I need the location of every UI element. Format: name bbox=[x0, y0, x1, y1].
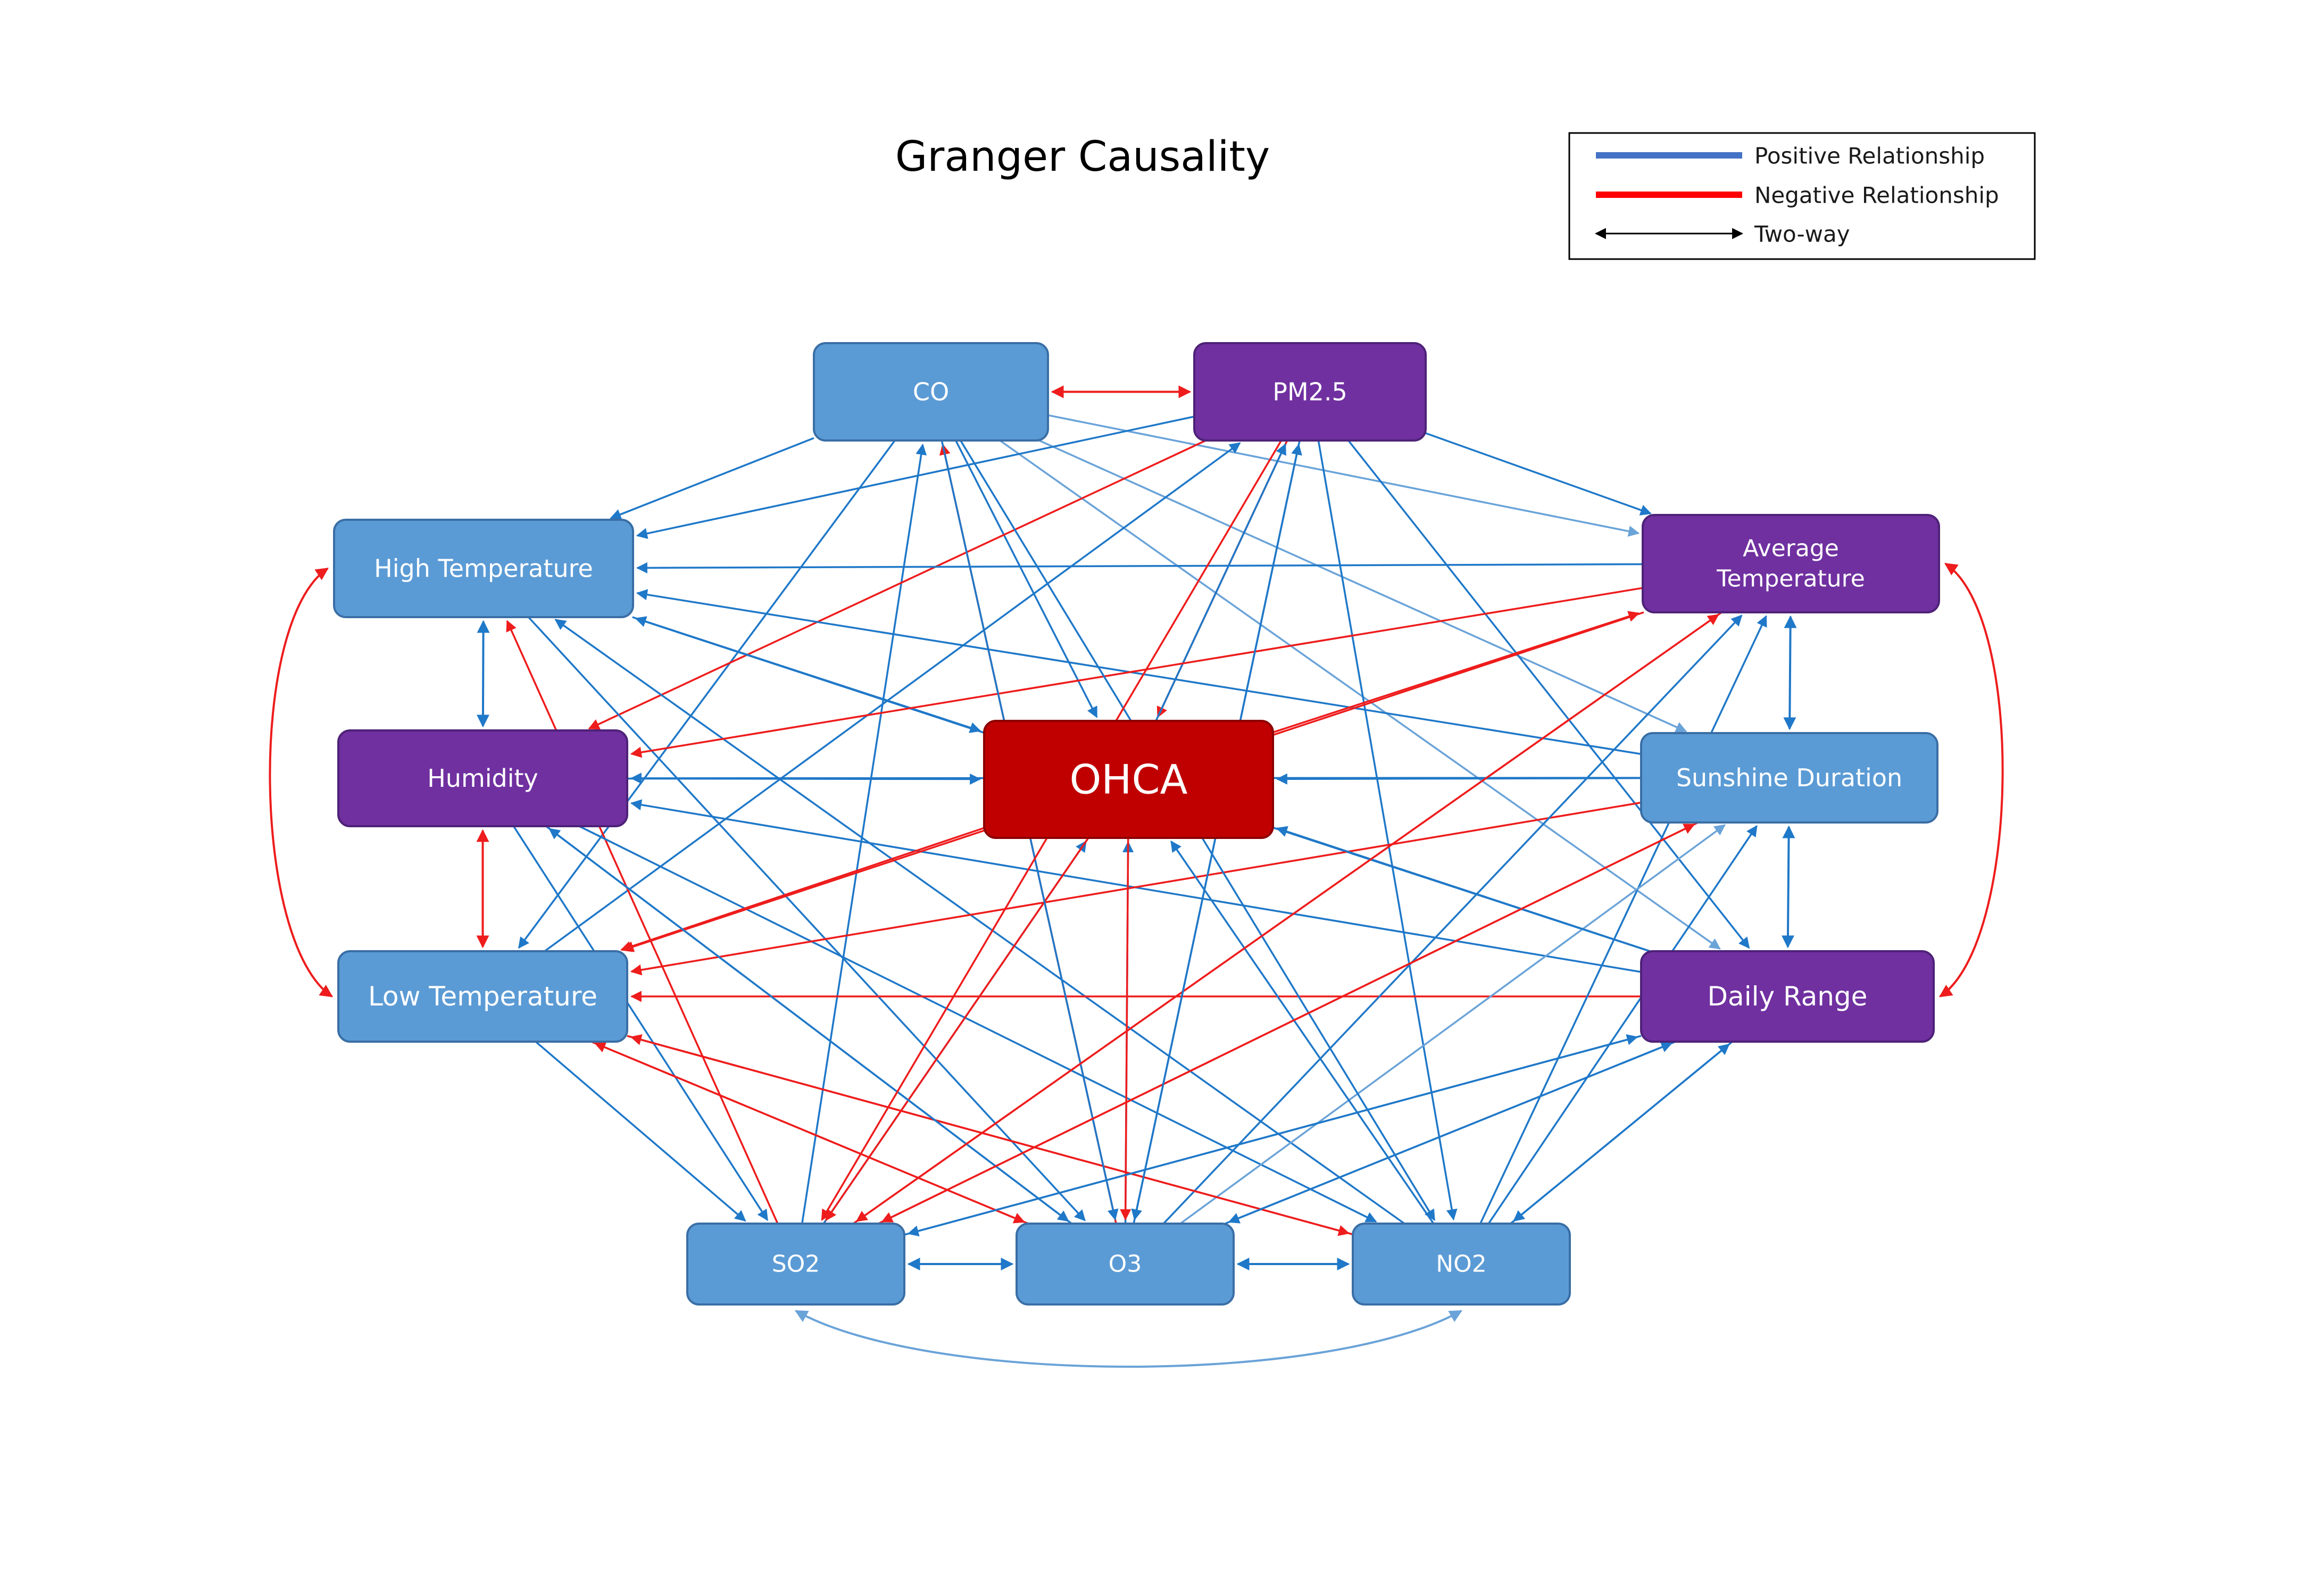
edge-avgtemp-sunshine bbox=[1783, 615, 1797, 730]
edge-ohca-so2 bbox=[825, 837, 1089, 1221]
edge-hightemp-lowtemp bbox=[269, 567, 333, 998]
node-pm25: PM2.5 bbox=[1193, 342, 1427, 442]
node-label-o3: O3 bbox=[1109, 1251, 1142, 1278]
node-label-hightemp: High Temperature bbox=[374, 554, 593, 583]
node-box-co bbox=[813, 342, 1049, 442]
edge-hightemp-o3 bbox=[528, 616, 1086, 1221]
node-box-sunshine bbox=[1640, 732, 1938, 824]
node-ohca: OHCA bbox=[983, 720, 1274, 839]
edge-so2-no2 bbox=[794, 1310, 1463, 1368]
edge-humidity-so2 bbox=[513, 826, 769, 1221]
node-box-dailyrange bbox=[1640, 950, 1935, 1043]
node-co: CO bbox=[813, 342, 1049, 442]
node-box-no2 bbox=[1352, 1223, 1571, 1306]
edge-ohca-lowtemp bbox=[620, 827, 985, 952]
edge-co-sunshine bbox=[1038, 439, 1687, 733]
edge-dailyrange-no2 bbox=[1513, 1041, 1733, 1222]
edge-so2-co bbox=[801, 443, 927, 1224]
legend-negative-label: Negative Relationship bbox=[1754, 182, 1999, 209]
node-label-avgtemp: Temperature bbox=[1716, 566, 1865, 593]
node-box-avgtemp bbox=[1642, 514, 1940, 613]
node-sunshine: Sunshine Duration bbox=[1640, 732, 1938, 824]
edge-no2-ohca bbox=[1170, 840, 1435, 1224]
diagram-title: Granger Causality bbox=[895, 133, 1270, 181]
node-o3: O3 bbox=[1016, 1223, 1235, 1306]
node-label-pm25: PM2.5 bbox=[1272, 378, 1347, 406]
edge-co-lowtemp bbox=[518, 439, 896, 949]
edge-co-hightemp bbox=[610, 437, 814, 520]
legend: Positive Relationship Negative Relations… bbox=[1568, 132, 2036, 260]
node-hightemp: High Temperature bbox=[333, 519, 634, 618]
edge-dailyrange-o3 bbox=[1228, 1041, 1676, 1224]
edge-humidity-no2 bbox=[579, 825, 1377, 1223]
edge-lowtemp-o3 bbox=[590, 1041, 1026, 1224]
node-box-o3 bbox=[1016, 1223, 1235, 1306]
edge-ohca-pm25 bbox=[1155, 443, 1286, 721]
edge-pm25-humidity bbox=[588, 439, 1206, 730]
edge-sunshine-lowtemp bbox=[630, 801, 1642, 976]
edge-sunshine-hightemp bbox=[636, 589, 1642, 755]
edges-layer bbox=[269, 385, 2004, 1368]
node-label-so2: SO2 bbox=[772, 1251, 820, 1278]
node-box-hightemp bbox=[333, 519, 634, 618]
edge-dailyrange-so2 bbox=[907, 1035, 1642, 1237]
node-box-so2 bbox=[686, 1223, 905, 1306]
edge-dailyrange-ohca bbox=[1276, 826, 1651, 952]
node-humidity: Humidity bbox=[337, 729, 628, 827]
edge-pm25-avgtemp bbox=[1425, 432, 1652, 516]
edge-lowtemp-so2 bbox=[535, 1041, 746, 1222]
edge-o3-avgtemp bbox=[1162, 614, 1743, 1225]
node-label-avgtemp: Average bbox=[1743, 535, 1839, 562]
edge-pm25-hightemp bbox=[636, 415, 1195, 539]
edge-lowtemp-pm25 bbox=[544, 442, 1241, 952]
node-so2: SO2 bbox=[686, 1223, 905, 1306]
edge-no2-sunshine bbox=[1487, 825, 1758, 1224]
node-box-ohca bbox=[983, 720, 1274, 839]
node-label-sunshine: Sunshine Duration bbox=[1676, 763, 1902, 792]
node-label-humidity: Humidity bbox=[427, 764, 538, 793]
node-label-lowtemp: Low Temperature bbox=[368, 981, 597, 1012]
node-label-dailyrange: Daily Range bbox=[1708, 981, 1868, 1012]
edge-no2-hightemp bbox=[554, 619, 1405, 1225]
node-box-humidity bbox=[337, 729, 628, 827]
node-label-co: CO bbox=[913, 378, 949, 406]
edge-o3-sunshine bbox=[1179, 824, 1726, 1225]
legend-positive-label: Positive Relationship bbox=[1754, 143, 1985, 169]
edge-pm25-dailyrange bbox=[1347, 439, 1750, 949]
edge-sunshine-so2 bbox=[881, 821, 1699, 1223]
edge-avgtemp-dailyrange bbox=[1939, 562, 2004, 998]
node-dailyrange: Daily Range bbox=[1640, 950, 1935, 1043]
edge-humidity-o3 bbox=[545, 825, 1069, 1222]
edge-sunshine-ohca bbox=[1276, 773, 1642, 785]
edge-no2-avgtemp bbox=[1479, 615, 1767, 1224]
edge-ohca-avgtemp bbox=[1272, 611, 1640, 734]
edge-sunshine-dailyrange bbox=[1781, 825, 1795, 949]
edge-avgtemp-humidity bbox=[630, 587, 1643, 758]
edge-hightemp-ohca bbox=[632, 616, 981, 733]
node-label-ohca: OHCA bbox=[1069, 756, 1187, 803]
edge-so2-hightemp bbox=[506, 620, 779, 1224]
legend-two-way-label: Two-way bbox=[1754, 221, 1850, 247]
edge-ohca-o3 bbox=[1120, 837, 1131, 1221]
edge-pm25-no2 bbox=[1317, 440, 1458, 1221]
edge-co-ohca bbox=[955, 440, 1098, 718]
edge-lowtemp-no2 bbox=[627, 1035, 1350, 1236]
node-no2: NO2 bbox=[1352, 1223, 1571, 1306]
node-lowtemp: Low Temperature bbox=[337, 950, 628, 1043]
node-box-lowtemp bbox=[337, 950, 628, 1043]
edge-hightemp-humidity bbox=[476, 620, 490, 728]
node-box-pm25 bbox=[1193, 342, 1427, 442]
edge-co-avgtemp bbox=[1047, 414, 1640, 537]
edge-avgtemp-so2 bbox=[855, 611, 1722, 1222]
node-label-no2: NO2 bbox=[1436, 1251, 1487, 1278]
edge-avgtemp-hightemp bbox=[636, 562, 1643, 573]
edge-co-dailyrange bbox=[999, 439, 1721, 950]
